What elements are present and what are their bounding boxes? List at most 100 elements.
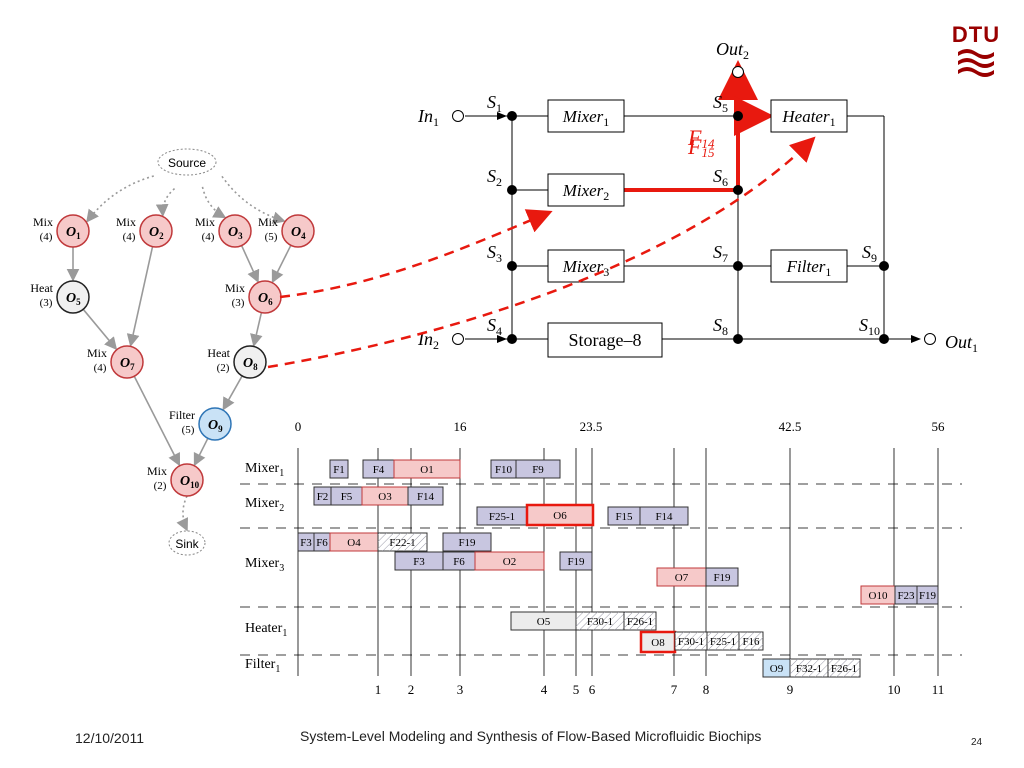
node-op-o6: Mix [225, 281, 245, 295]
task-hatch [576, 612, 624, 630]
footer-title: System-Level Modeling and Synthesis of F… [300, 728, 762, 744]
task-label: F10 [495, 464, 513, 476]
task-hatch [790, 659, 828, 677]
time-tick-0: 0 [295, 419, 302, 434]
component-mixer1 [547, 99, 625, 133]
node-duration-o6: (3) [232, 297, 245, 309]
task-label: F14 [417, 491, 435, 503]
edge-o3-o6 [240, 245, 260, 283]
task-label: O2 [503, 556, 516, 568]
task-label: O9 [770, 663, 784, 675]
time-tick-4: 56 [932, 419, 946, 434]
switch-label-s8: S8 [713, 315, 728, 338]
step-tick-1: 1 [375, 682, 382, 697]
component-label-storage: Storage–8 [569, 330, 642, 350]
node-o1 [56, 214, 90, 248]
node-label-o1: O1 [66, 225, 81, 241]
task-label: F19 [713, 572, 731, 584]
node-duration-o8: (2) [217, 362, 230, 374]
step-tick-7: 7 [671, 682, 678, 697]
switch-s9 [879, 261, 889, 271]
node-duration-o7: (4) [94, 362, 107, 374]
source-node [157, 148, 217, 176]
dtu-logo: DTU [952, 22, 1000, 77]
edge-source-o2 [155, 188, 176, 218]
task-label: F5 [341, 491, 353, 503]
task-box [705, 567, 739, 587]
switch-label-s9: S9 [862, 242, 877, 265]
graph-nodes: O1Mix(4)O2Mix(4)O3Mix(4)O4Mix(5)O5Heat(3… [30, 214, 315, 497]
node-o5 [56, 280, 90, 314]
node-op-o9: Filter [169, 408, 195, 422]
step-tick-2: 2 [408, 682, 415, 697]
port-in2 [452, 333, 464, 345]
task-label: O8 [651, 637, 665, 649]
task-box [515, 459, 561, 479]
node-o7 [110, 345, 144, 379]
node-label-o9: O9 [208, 418, 223, 434]
task-label: O10 [869, 590, 888, 602]
switch-label-s2: S2 [487, 166, 502, 189]
task-label: O1 [420, 464, 433, 476]
node-op-o10: Mix [147, 464, 167, 478]
task-label: F19 [919, 590, 937, 602]
task-label: O7 [675, 572, 689, 584]
binding-arrows [267, 136, 816, 369]
dtu-logo-text: DTU [952, 22, 1000, 47]
step-tick-3: 3 [457, 682, 464, 697]
time-tick-3: 42.5 [779, 419, 802, 434]
task-hatch [624, 612, 656, 630]
architecture-channels [465, 80, 918, 340]
schedule-row-label-1: Mixer2 [245, 496, 284, 514]
task-label: F22-1 [389, 537, 415, 549]
node-duration-o1: (4) [40, 231, 53, 243]
port-label-in1: In1 [417, 106, 439, 129]
component-heater1 [770, 99, 848, 133]
task-hatch [378, 533, 427, 551]
step-tick-9: 9 [787, 682, 794, 697]
slide-number: 24 [971, 737, 983, 748]
task-label: F25-1 [489, 511, 515, 523]
switch-label-s1: S1 [487, 92, 502, 115]
port-out1 [924, 333, 936, 345]
switch-s5 [733, 111, 743, 121]
task-label: F1 [333, 464, 345, 476]
task-label: F4 [373, 464, 385, 476]
schedule-row-label-0: Mixer1 [245, 461, 284, 479]
node-op-o7: Mix [87, 346, 107, 360]
step-tick-5: 5 [573, 682, 580, 697]
node-label-o10: O10 [180, 474, 200, 490]
task-box [639, 506, 689, 526]
component-mixer3 [547, 249, 625, 283]
task-box [474, 551, 545, 571]
task-label: F6 [453, 556, 465, 568]
component-storage [547, 322, 663, 358]
port-label-in2: In2 [417, 329, 439, 352]
binding-arrow-o8-heater1 [267, 136, 816, 369]
node-o9 [198, 407, 232, 441]
component-label-heater1: Heater1 [781, 107, 835, 129]
task-label: F9 [532, 464, 544, 476]
switch-s7 [733, 261, 743, 271]
dtu-logo-wave-1 [958, 49, 994, 59]
port-out2 [732, 66, 744, 78]
task-label: O3 [378, 491, 392, 503]
biochip-architecture: Mixer1Mixer2Mixer3Storage–8Heater1Filter… [417, 39, 978, 358]
edge-o6-o8 [250, 312, 263, 347]
node-op-o2: Mix [116, 215, 136, 229]
component-label-filter1: Filter1 [786, 257, 832, 279]
switch-s4 [507, 334, 517, 344]
schedule-row-label-4: Filter1 [245, 657, 280, 675]
task-label: F15 [615, 511, 633, 523]
node-label-o2: O2 [149, 225, 164, 241]
node-o4 [281, 214, 315, 248]
task-box [393, 459, 461, 479]
task-label: F23 [897, 590, 915, 602]
time-tick-1: 16 [454, 419, 468, 434]
edge-source-o1 [86, 175, 154, 223]
footer-date: 12/10/2011 [75, 730, 145, 746]
node-label-o3: O3 [228, 225, 243, 241]
edge-source-o3 [201, 186, 227, 219]
